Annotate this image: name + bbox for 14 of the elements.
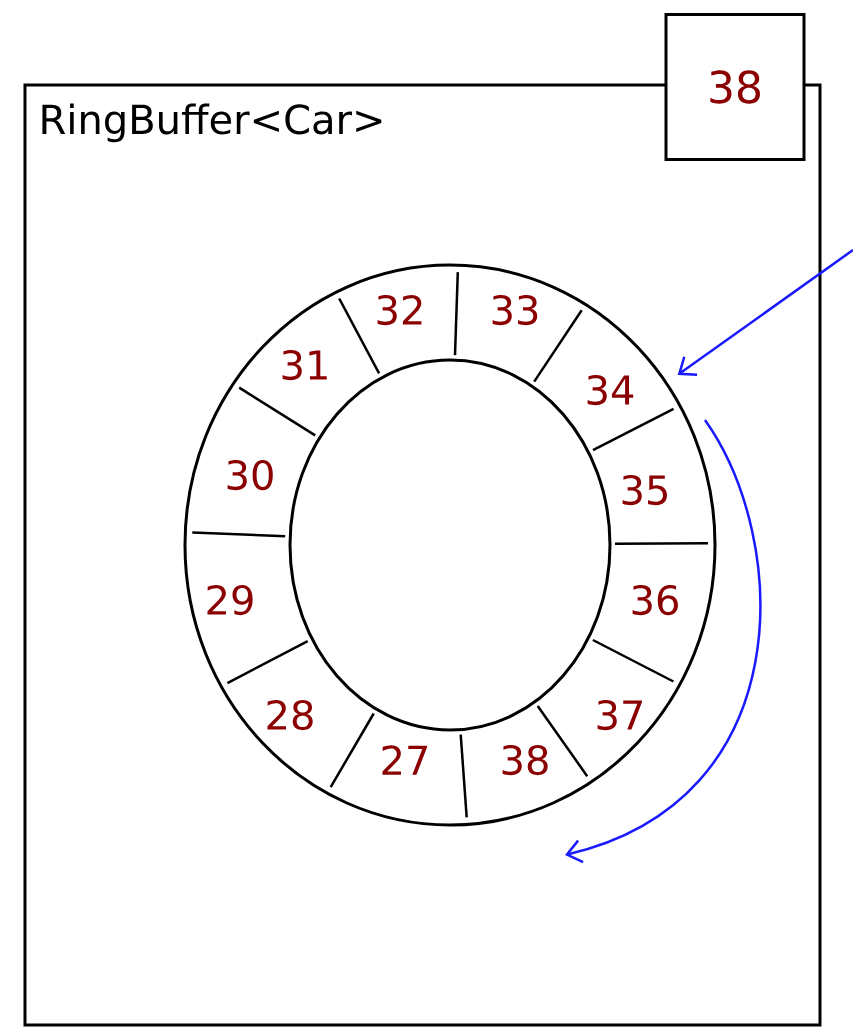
slot-number: 32 xyxy=(377,294,422,326)
slot-number: 34 xyxy=(587,374,634,406)
slot-number: 29 xyxy=(207,584,253,616)
slot-number: 36 xyxy=(632,584,678,616)
slot-number: 35 xyxy=(622,474,667,506)
arrow xyxy=(677,249,853,376)
slot-number: 30 xyxy=(227,459,273,491)
slot-number: 28 xyxy=(267,699,313,731)
slot-number: 37 xyxy=(597,699,642,731)
slot-number: 31 xyxy=(282,349,327,381)
value-box: 38 xyxy=(664,13,806,161)
slot-number: 27 xyxy=(382,745,427,775)
slot-number: 33 xyxy=(492,294,538,326)
slot-number: 38 xyxy=(502,744,548,776)
